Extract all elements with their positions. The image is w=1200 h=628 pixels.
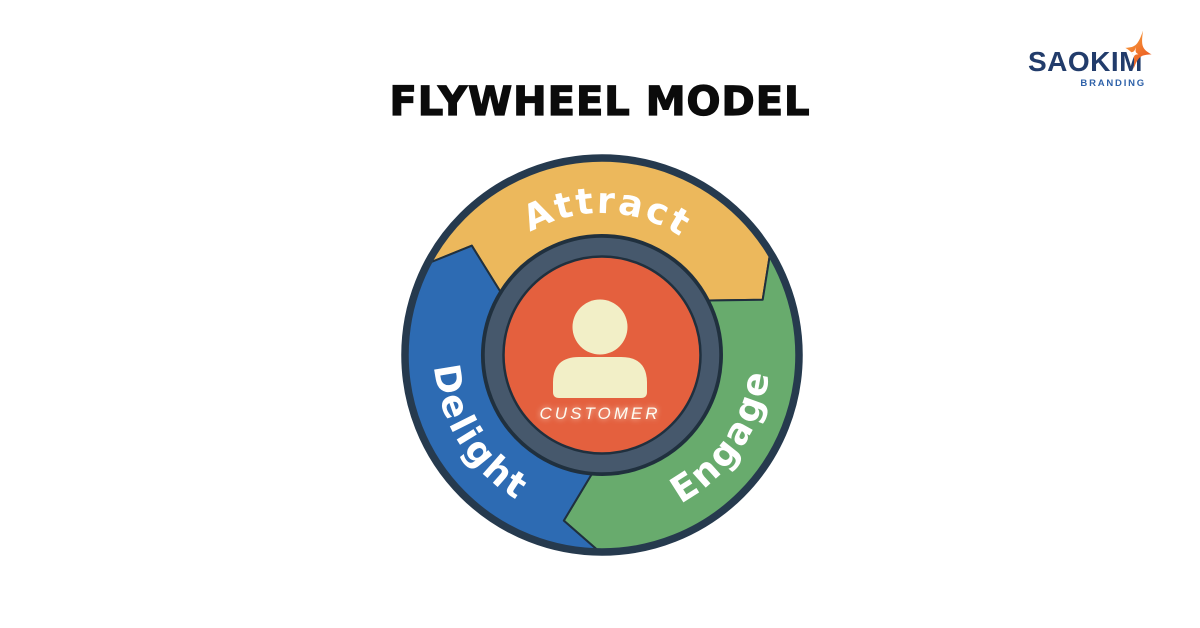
customer-label: CUSTOMER [540,404,661,423]
hub-circle [502,255,702,455]
outer-border-ring [401,154,803,556]
logo: SAOKIM BRANDING [1028,30,1168,96]
person-icon-head [572,299,628,355]
logo-subtitle: BRANDING [1080,78,1146,89]
flywheel-diagram: CUSTOMER Attract Engage Delight [401,154,803,556]
person-icon-body [553,357,647,398]
logo-name: SAOKIM [1028,46,1143,77]
sparkle-star-icon [1125,30,1152,70]
person-icon [553,299,647,398]
page-title: FLYWHEEL MODEL [389,78,811,125]
